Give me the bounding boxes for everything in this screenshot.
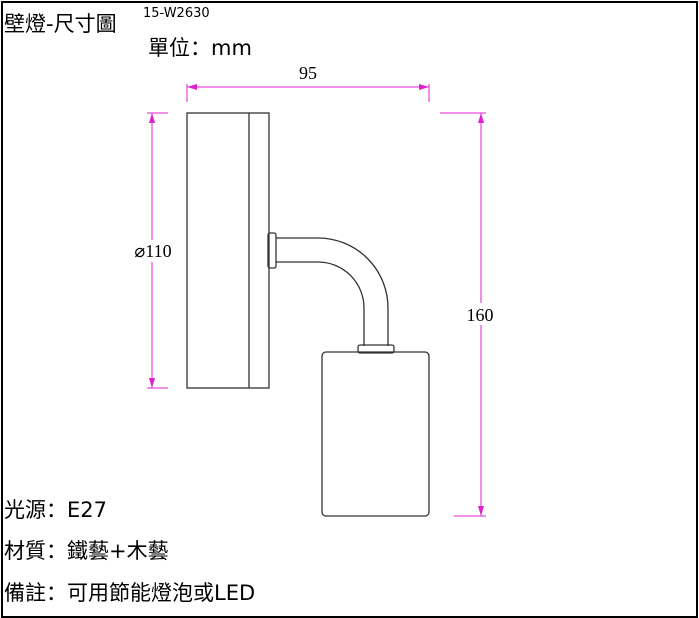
curved-arm [276, 237, 389, 346]
arm-outer-edge [276, 237, 389, 346]
spec-note: 備註：可用節能燈泡或LED [4, 581, 256, 605]
diameter-arrow-top [149, 113, 155, 123]
width-arrow-right [419, 84, 429, 90]
socket-collar [357, 344, 395, 354]
unit-label: 單位：mm [148, 36, 252, 60]
diameter-value: ⌀110 [134, 241, 171, 261]
height-arrow-top [478, 113, 484, 123]
spec-material: 材質：鐵藝+木藝 [4, 539, 169, 563]
height-label-bg [462, 303, 500, 325]
height-arrow-bottom [478, 506, 484, 516]
diameter-label-bg [128, 240, 178, 262]
wall-plate [186, 112, 270, 389]
width-arrow-left [187, 84, 197, 90]
drawing-title: 壁燈-尺寸圖 [4, 12, 117, 36]
arm-inner-edge [276, 261, 365, 346]
height-value: 160 [467, 305, 494, 325]
arm-mount [267, 232, 277, 269]
diameter-arrow-bottom [149, 378, 155, 388]
width-value: 95 [299, 63, 317, 83]
width-dimension [186, 84, 430, 102]
lamp-shade [321, 351, 430, 517]
wall-plate-outline [186, 112, 270, 389]
spec-light-source: 光源：E27 [4, 498, 107, 522]
model-code: 15-W2630 [143, 6, 210, 21]
